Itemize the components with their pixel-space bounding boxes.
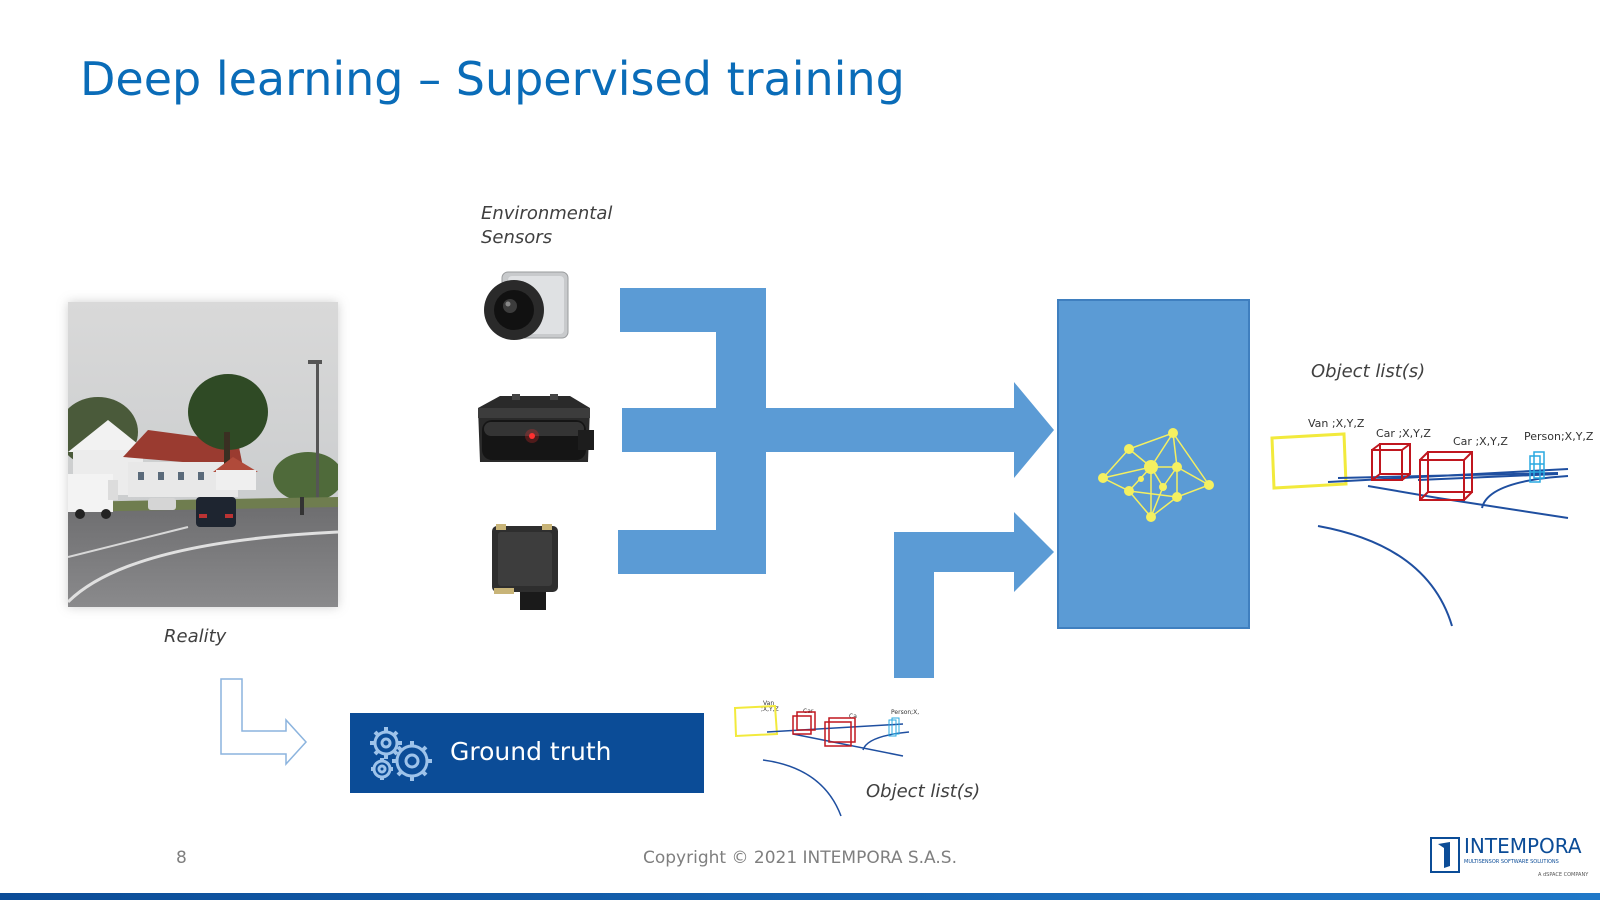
copyright-text: Copyright © 2021 INTEMPORA S.A.S.	[643, 848, 957, 868]
van-label-bottom-1: Van	[763, 700, 774, 707]
car1-bounding-box	[1371, 443, 1411, 481]
bottom-accent-bar	[0, 893, 1600, 900]
reality-label: Reality	[164, 626, 227, 647]
van-label-bottom-2: ;X,Y,Z	[761, 706, 779, 713]
intempora-logo-icon	[1430, 837, 1460, 873]
logo-company: A dSPACE COMPANY	[1538, 872, 1589, 878]
object-list-bottom-diagram: Van ;X,Y,Z Car Ca Person;X,	[733, 700, 919, 817]
person-label-bottom: Person;X,	[891, 709, 919, 716]
page-number: 8	[176, 848, 187, 868]
gears-icon	[370, 727, 432, 781]
object-list-bottom-label: Object list(s)	[866, 781, 981, 802]
camera-sensor-icon	[480, 266, 580, 350]
car1-label-top: Car ;X,Y,Z	[1376, 427, 1431, 440]
neural-network-icon	[1098, 428, 1214, 522]
environmental-sensors-label-line1: Environmental	[481, 203, 613, 224]
environmental-sensors-label: Environmental Sensors	[481, 202, 612, 250]
object-list-top-label: Object list(s)	[1311, 361, 1426, 382]
intempora-logo: INTEMPORA MULTISENSOR SOFTWARE SOLUTIONS…	[1430, 834, 1588, 882]
person-label-top: Person;X,Y,Z	[1524, 430, 1594, 443]
car2-label-top: Car ;X,Y,Z	[1453, 435, 1508, 448]
car2-bounding-box	[1419, 451, 1473, 501]
lidar-sensor-icon	[470, 392, 598, 478]
ground-truth-flow-arrow	[894, 512, 1054, 678]
car2-label-bottom: Ca	[849, 713, 857, 720]
neural-network-block	[1057, 299, 1250, 629]
radar-flow-branch	[618, 530, 766, 574]
van-bounding-box	[1270, 432, 1348, 490]
object-list-top-diagram: Van ;X,Y,Z Car ;X,Y,Z Car ;X,Y,Z Person;…	[1270, 417, 1594, 627]
main-flow-arrow	[622, 382, 1054, 478]
ground-truth-box: Ground truth	[350, 713, 704, 793]
reality-photo	[68, 302, 338, 607]
radar-sensor-icon	[486, 522, 570, 614]
logo-tagline: MULTISENSOR SOFTWARE SOLUTIONS	[1464, 859, 1559, 865]
slide-title: Deep learning – Supervised training	[80, 52, 905, 106]
person-bounding-box	[1529, 451, 1545, 483]
logo-name: INTEMPORA	[1464, 834, 1582, 858]
reality-to-groundtruth-arrow	[220, 678, 308, 766]
environmental-sensors-label-line2: Sensors	[481, 227, 553, 248]
van-label-top: Van ;X,Y,Z	[1308, 417, 1365, 430]
sensor-flow-arrows	[618, 288, 1054, 678]
ground-truth-label: Ground truth	[450, 737, 612, 766]
